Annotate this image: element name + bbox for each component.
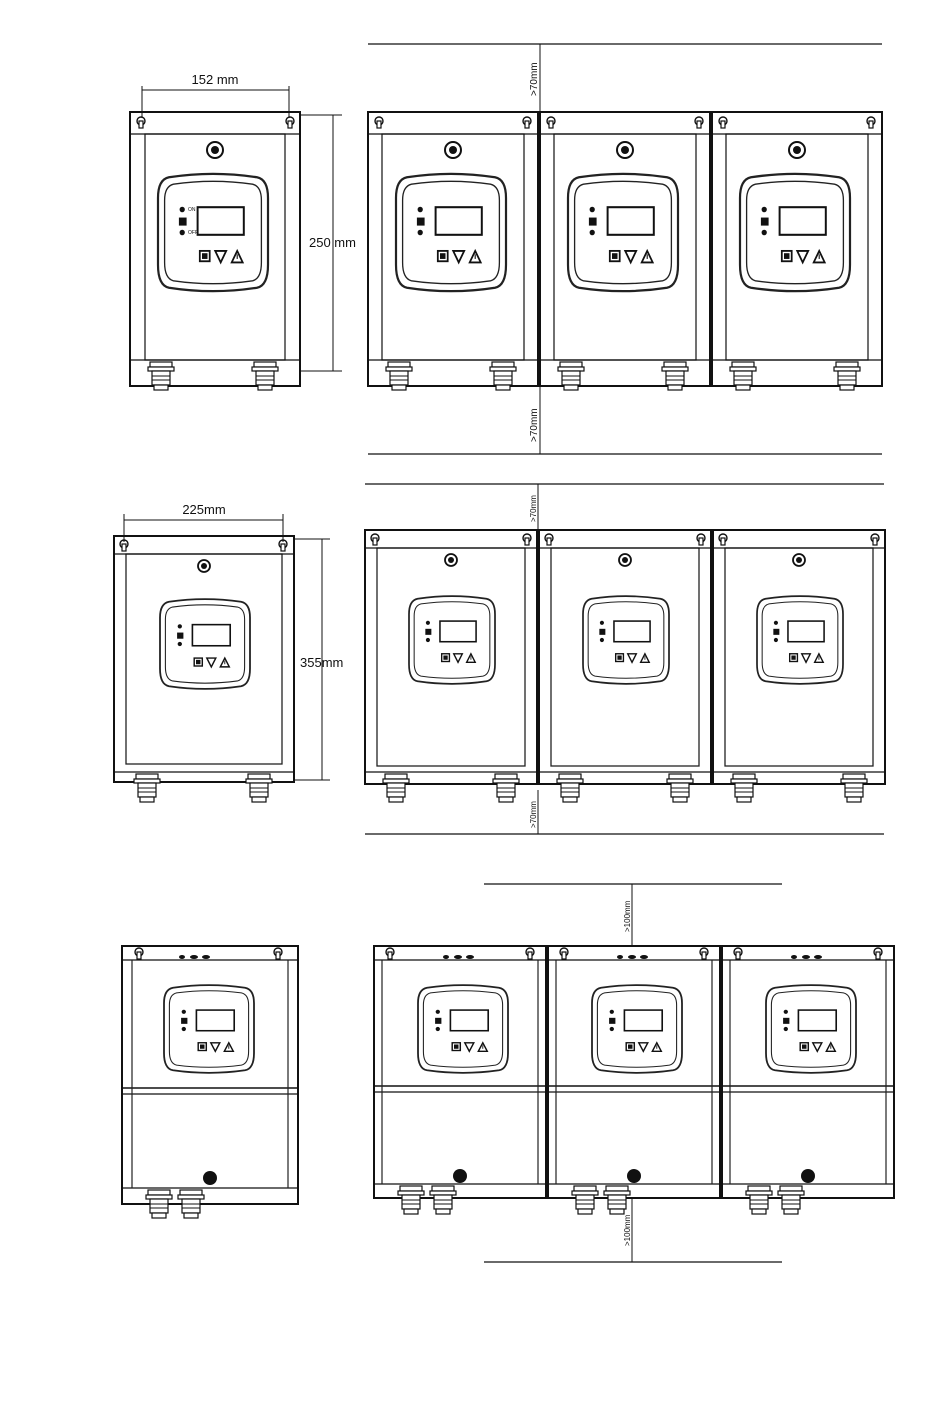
- row2-unit-1: [365, 530, 537, 802]
- top-clearance-label: >100mm: [623, 900, 632, 932]
- unit-large-front-view: [122, 946, 298, 1218]
- unit-row-1: >70mm >70mm: [368, 44, 882, 454]
- height-label: 355mm: [300, 655, 343, 670]
- row2-unit-3: [713, 530, 885, 802]
- row3-unit-2: [548, 946, 720, 1214]
- unit-row-3: >100mm >100mm: [374, 884, 894, 1262]
- row2-unit-2: [539, 530, 711, 802]
- top-clearance-label: >70mm: [529, 62, 540, 96]
- top-clearance-label: >70mm: [529, 495, 538, 522]
- unit-medium-front-view: [114, 536, 294, 802]
- unit-row-2: >70mm >70mm: [365, 484, 885, 834]
- bottom-clearance-label: >100mm: [623, 1214, 632, 1246]
- unit-small-front-view: [130, 112, 300, 390]
- height-dimension: 355mm: [294, 539, 343, 780]
- section-3: >100mm >100mm: [122, 884, 894, 1262]
- row1-unit-3: [712, 112, 882, 390]
- control-panel: [160, 599, 250, 689]
- row3-unit-1: [374, 946, 546, 1214]
- bottom-clearance-label: >70mm: [529, 408, 540, 442]
- height-dimension: 250 mm: [300, 115, 356, 371]
- width-label: 225mm: [182, 502, 225, 517]
- height-label: 250 mm: [309, 235, 356, 250]
- led-on-label: ON: [188, 207, 196, 213]
- row3-unit-3: [722, 946, 894, 1214]
- control-panel: [164, 985, 254, 1073]
- row1-unit-1: [368, 112, 538, 390]
- control-panel: [158, 174, 268, 291]
- bottom-clearance-label: >70mm: [529, 801, 538, 828]
- section-1: 152 mm 250 mm >70mm >70mm: [130, 44, 882, 454]
- section-2: 225mm 355mm >70mm >70mm: [114, 484, 885, 834]
- drain-plug: [203, 1171, 217, 1185]
- row1-unit-2: [540, 112, 710, 390]
- width-label: 152 mm: [192, 72, 239, 87]
- led-off-label: OFF: [188, 230, 198, 236]
